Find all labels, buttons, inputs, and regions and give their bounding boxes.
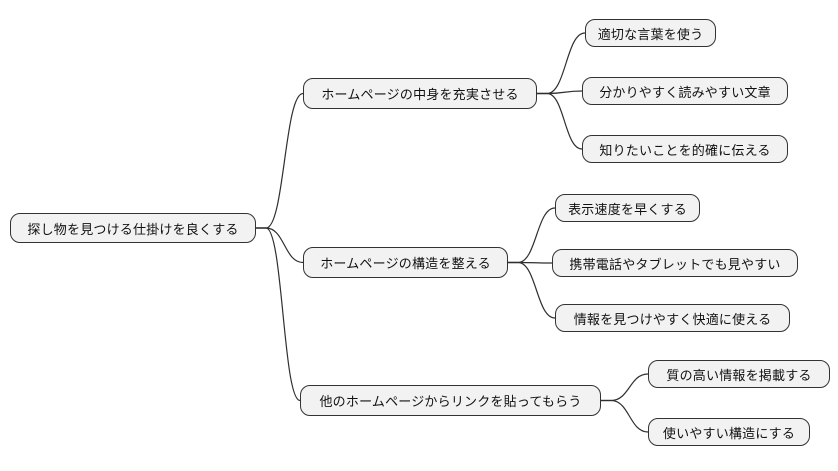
edge-branch2-leaf3 xyxy=(508,261,556,319)
branch-node-content-enrichment: ホームページの中身を充実させる xyxy=(303,78,537,109)
leaf-node-usable-structure: 使いやすい構造にする xyxy=(648,418,810,446)
mindmap-root-node: 探し物を見つける仕掛けを良くする xyxy=(10,213,256,243)
leaf-node-convey-accurately: 知りたいことを的確に伝える xyxy=(582,135,788,163)
edge-branch1-leaf3 xyxy=(537,92,583,150)
edge-branch3-leaf1 xyxy=(601,373,649,402)
leaf-node-display-speed: 表示速度を早くする xyxy=(555,194,700,222)
leaf-node-appropriate-words: 適切な言葉を使う xyxy=(585,19,716,47)
leaf-node-easy-to-find-info: 情報を見つけやすく快適に使える xyxy=(555,304,790,332)
edge-branch3-leaf2 xyxy=(601,399,649,433)
branch-node-external-links: 他のホームページからリンクを貼ってもらう xyxy=(300,385,601,416)
leaf-node-readable-text: 分かりやすく読みやすい文章 xyxy=(582,77,788,105)
edge-branch2-leaf1 xyxy=(508,207,556,264)
edge-root-branch1 xyxy=(256,92,304,229)
leaf-node-quality-information: 質の高い情報を掲載する xyxy=(648,360,830,388)
edge-root-branch3 xyxy=(256,227,301,402)
edge-branch1-leaf1 xyxy=(537,32,586,95)
leaf-node-mobile-friendly: 携帯電話やタブレットでも見やすい xyxy=(552,249,798,277)
branch-node-site-structure: ホームページの構造を整える xyxy=(303,247,508,278)
edge-root-branch2 xyxy=(256,227,304,264)
